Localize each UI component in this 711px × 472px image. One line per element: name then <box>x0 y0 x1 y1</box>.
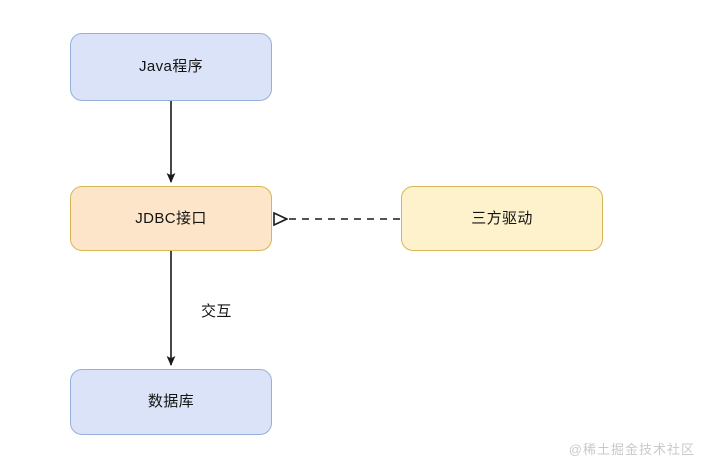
node-third-party-driver-label: 三方驱动 <box>471 209 533 227</box>
node-third-party-driver[interactable]: 三方驱动 <box>401 186 603 251</box>
node-java-program[interactable]: Java程序 <box>70 33 272 101</box>
node-java-program-label: Java程序 <box>138 58 204 75</box>
node-jdbc-interface[interactable]: JDBC接口 <box>70 186 272 251</box>
watermark: @稀土掘金技术社区 <box>568 442 695 457</box>
edge-label-interaction: 交互 <box>198 300 235 321</box>
node-jdbc-interface-label: JDBC接口 <box>135 209 207 227</box>
node-database[interactable]: 数据库 <box>70 369 272 435</box>
node-database-label: 数据库 <box>147 393 195 410</box>
